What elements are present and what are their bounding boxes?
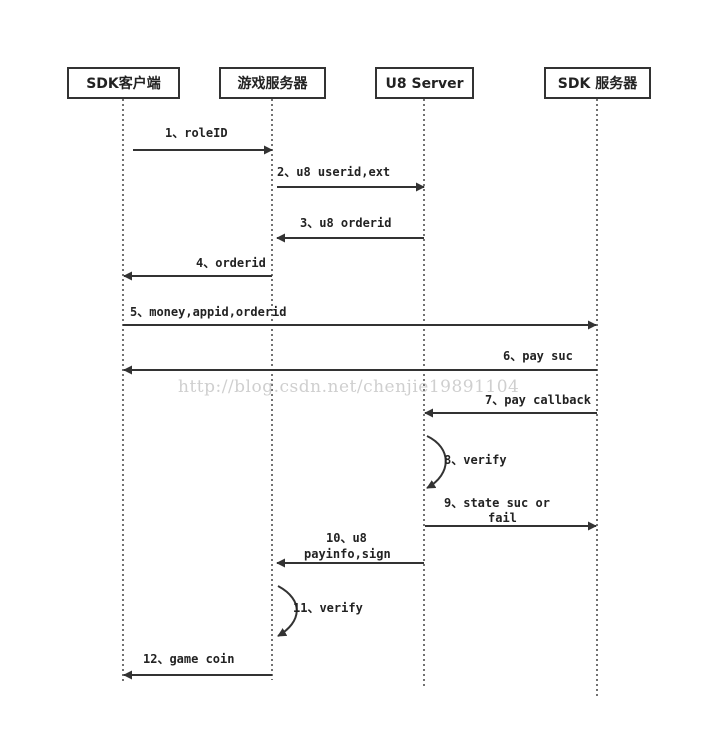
self-call-arrow [426,435,447,489]
message-8: 8、verify [426,435,507,489]
message-label: 8、verify [444,453,507,467]
message-10: 10、u8 payinfo,sign [276,531,424,568]
message-label: 6、pay suc [503,349,573,363]
message-label-line-1: 9、state suc or [444,496,550,510]
message-3: 3、u8 orderid [276,216,424,243]
message-9: 9、state suc or fail [425,496,597,531]
message-2: 2、u8 userid,ext [277,165,425,192]
message-12: 12、game coin [123,652,272,680]
participant-label: 游戏服务器 [238,75,309,92]
message-label: 11、verify [293,601,363,615]
message-4: 4、orderid [123,256,272,281]
message-label: 12、game coin [143,652,234,666]
message-7: 7、pay callback [424,393,597,418]
participant-label: SDK 服务器 [558,75,638,92]
watermark: http://blog.csdn.net/chenjie19891104 [178,377,519,397]
participant-label: SDK客户端 [86,75,161,92]
message-label: 5、money,appid,orderid [130,305,287,319]
message-label-line-2: fail [488,511,517,525]
message-label: 7、pay callback [485,393,592,407]
message-11: 11、verify [277,585,363,637]
message-5: 5、money,appid,orderid [123,305,597,330]
message-label: 4、orderid [196,256,266,270]
participant-sdk-client: SDK客户端 [67,67,180,99]
participant-u8-server: U8 Server [375,67,474,99]
message-label-line-2: payinfo,sign [304,547,391,561]
participant-game-server: 游戏服务器 [219,67,326,99]
message-1: 1、roleID [133,126,273,155]
message-label: 3、u8 orderid [300,216,391,230]
participant-label: U8 Server [386,76,464,92]
message-6: 6、pay suc [123,349,597,375]
message-label-line-1: 10、u8 [326,531,367,545]
message-label: 1、roleID [165,126,228,140]
self-call-arrow [277,585,298,637]
participant-sdk-server: SDK 服务器 [544,67,651,99]
message-label: 2、u8 userid,ext [277,165,390,179]
